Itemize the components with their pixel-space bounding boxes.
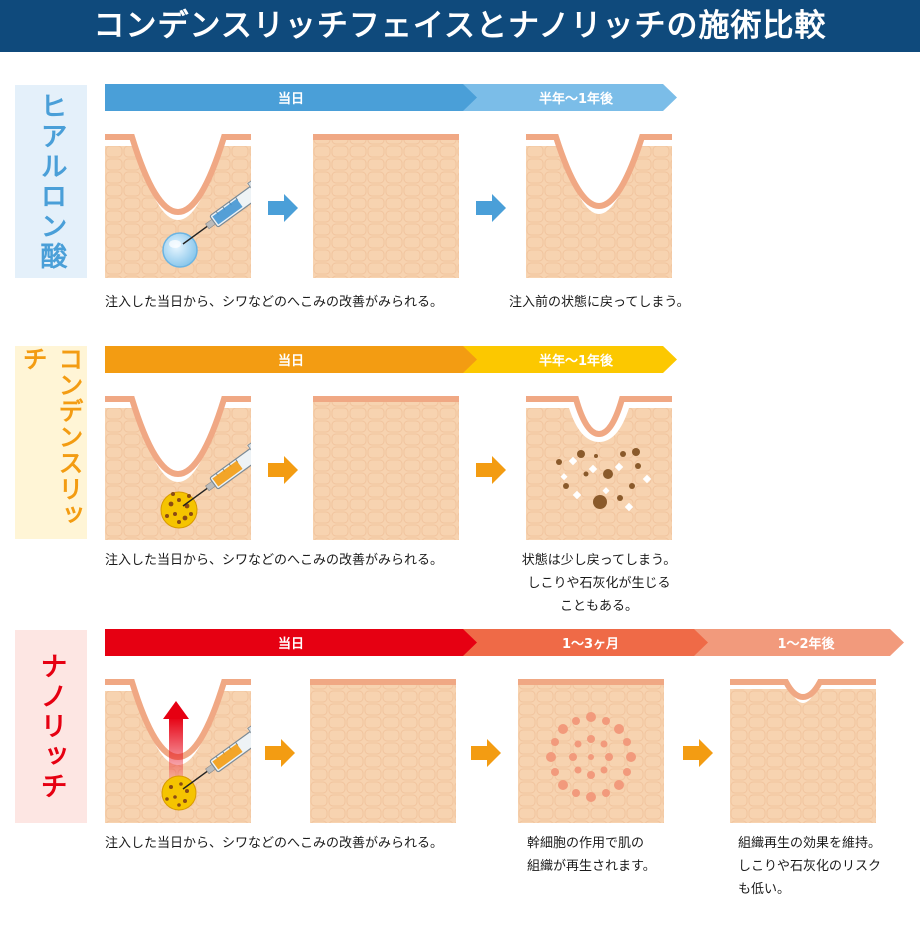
timeline-condense-today: 当日 <box>105 346 477 373</box>
timeline-nano-long: 1～2年後 <box>690 629 904 656</box>
hyaluronic-gel-icon <box>162 232 198 268</box>
caption-nano-mid: 幹細胞の作用で肌の 組織が再生されます。 <box>527 836 656 874</box>
arrow-right-icon <box>471 739 501 767</box>
skin-panel-smooth <box>310 677 456 823</box>
caption-condense-today: 注入した当日から、シワなどのへこみの改善がみられる。 <box>105 553 444 568</box>
skin-panel-smooth <box>313 394 459 540</box>
arrow-right-icon <box>268 456 298 484</box>
timeline-hyaluronic-later: 半年～1年後 <box>455 84 677 111</box>
row-label-hyaluronic: ヒアルロン酸 <box>15 85 87 278</box>
page-title: コンデンスリッチフェイスとナノリッチの施術比較 <box>0 0 920 52</box>
timeline-hyaluronic-today: 当日 <box>105 84 477 111</box>
arrow-right-icon <box>476 194 506 222</box>
nano-fat-icon <box>161 775 197 811</box>
row-label-nano: ナノリッチ <box>15 630 87 823</box>
caption-nano-later: 組織再生の効果を維持。 しこりや石灰化のリスク も低い。 <box>738 836 882 897</box>
caption-condense-later: 状態は少し戻ってしまう。 しこりや石灰化が生じる こともある。 <box>521 553 677 614</box>
regeneration-arrow-icon <box>163 701 189 785</box>
stem-cells-burst-icon <box>546 712 636 802</box>
skin-panel-wrinkle-injection <box>105 677 251 823</box>
skin-panel-wrinkle-returned <box>526 132 672 278</box>
arrow-right-icon <box>265 739 295 767</box>
skin-panel-wrinkle-injection <box>105 132 251 278</box>
skin-panel-smooth <box>313 132 459 278</box>
arrow-right-icon <box>268 194 298 222</box>
timeline-nano-today: 当日 <box>105 629 477 656</box>
skin-panel-regenerated <box>730 677 876 823</box>
arrow-right-icon <box>683 739 713 767</box>
timeline-condense-later: 半年～1年後 <box>455 346 677 373</box>
row-label-condense: コンデンスリッチ <box>15 346 87 539</box>
skin-panel-wrinkle-injection <box>105 394 251 540</box>
caption-nano-today: 注入した当日から、シワなどのへこみの改善がみられる。 <box>105 836 444 851</box>
skin-panel-calcification <box>526 394 672 540</box>
caption-hyaluronic-later: 注入前の状態に戻ってしまう。 <box>509 295 690 310</box>
fat-cells-icon <box>160 491 198 529</box>
timeline-nano-mid: 1～3ヶ月 <box>455 629 708 656</box>
caption-hyaluronic-today: 注入した当日から、シワなどのへこみの改善がみられる。 <box>105 295 444 310</box>
skin-panel-stem-cells <box>518 677 664 823</box>
arrow-right-icon <box>476 456 506 484</box>
